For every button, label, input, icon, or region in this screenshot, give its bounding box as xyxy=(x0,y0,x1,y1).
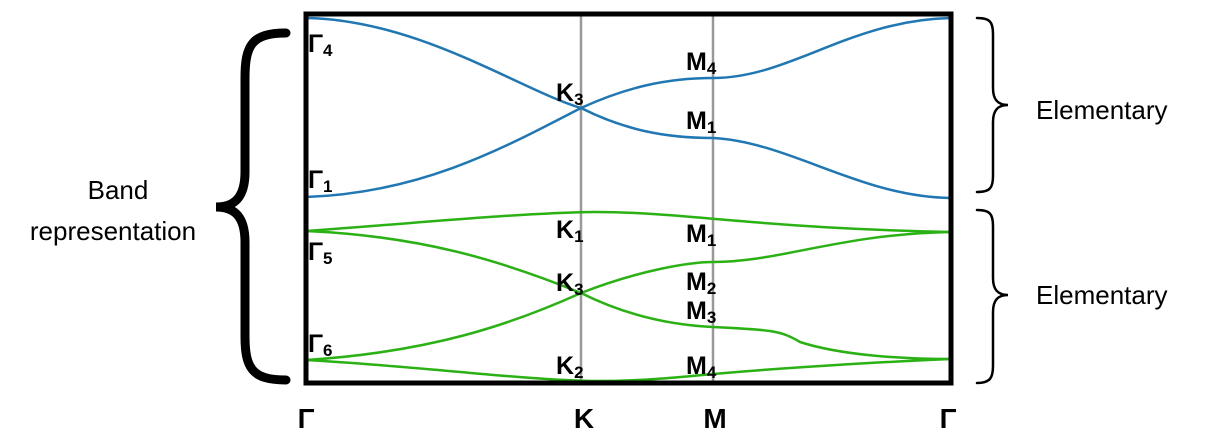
kpath-label-gamma-start: Γ xyxy=(298,403,315,434)
lower-band-4 xyxy=(305,357,952,383)
right-curly-brace-upper-icon xyxy=(975,16,1009,194)
left-label-line2: representation xyxy=(30,216,196,246)
kpath-label-m: M xyxy=(703,403,726,434)
irrep-label-m1-lower: M1 xyxy=(686,220,716,250)
irrep-label-m2: M2 xyxy=(686,268,716,298)
right-label-elementary-upper: Elementary xyxy=(1036,95,1168,125)
irrep-label-gamma1: Γ1 xyxy=(308,166,333,196)
right-curly-brace-lower-icon xyxy=(975,208,1009,385)
irrep-label-k1: K1 xyxy=(556,216,584,246)
irrep-label-k3-lower: K3 xyxy=(556,269,584,299)
right-label-elementary-lower: Elementary xyxy=(1036,280,1168,310)
irrep-label-k3-upper: K3 xyxy=(556,79,584,109)
upper-band-2 xyxy=(305,106,952,200)
left-label-line1: Band xyxy=(88,175,149,205)
upper-band-1 xyxy=(305,16,952,110)
irrep-label-k2: K2 xyxy=(556,352,584,382)
irrep-label-gamma5: Γ5 xyxy=(308,238,333,268)
plot-frame xyxy=(303,11,954,386)
irrep-label-m4-upper: M4 xyxy=(686,48,717,78)
irrep-label-gamma6: Γ6 xyxy=(308,330,333,360)
irrep-label-m1-upper: M1 xyxy=(686,107,716,137)
irrep-label-m4-lower: M4 xyxy=(686,352,717,382)
left-curly-brace-icon xyxy=(215,28,291,385)
lower-band-1 xyxy=(305,210,952,234)
irrep-label-gamma4: Γ4 xyxy=(308,30,333,60)
lower-band-2 xyxy=(305,229,952,295)
irrep-label-m3: M3 xyxy=(686,297,716,327)
kpath-label-k: K xyxy=(574,403,594,434)
lower-band-3 xyxy=(305,291,952,362)
kpath-label-gamma-end: Γ xyxy=(940,403,957,434)
